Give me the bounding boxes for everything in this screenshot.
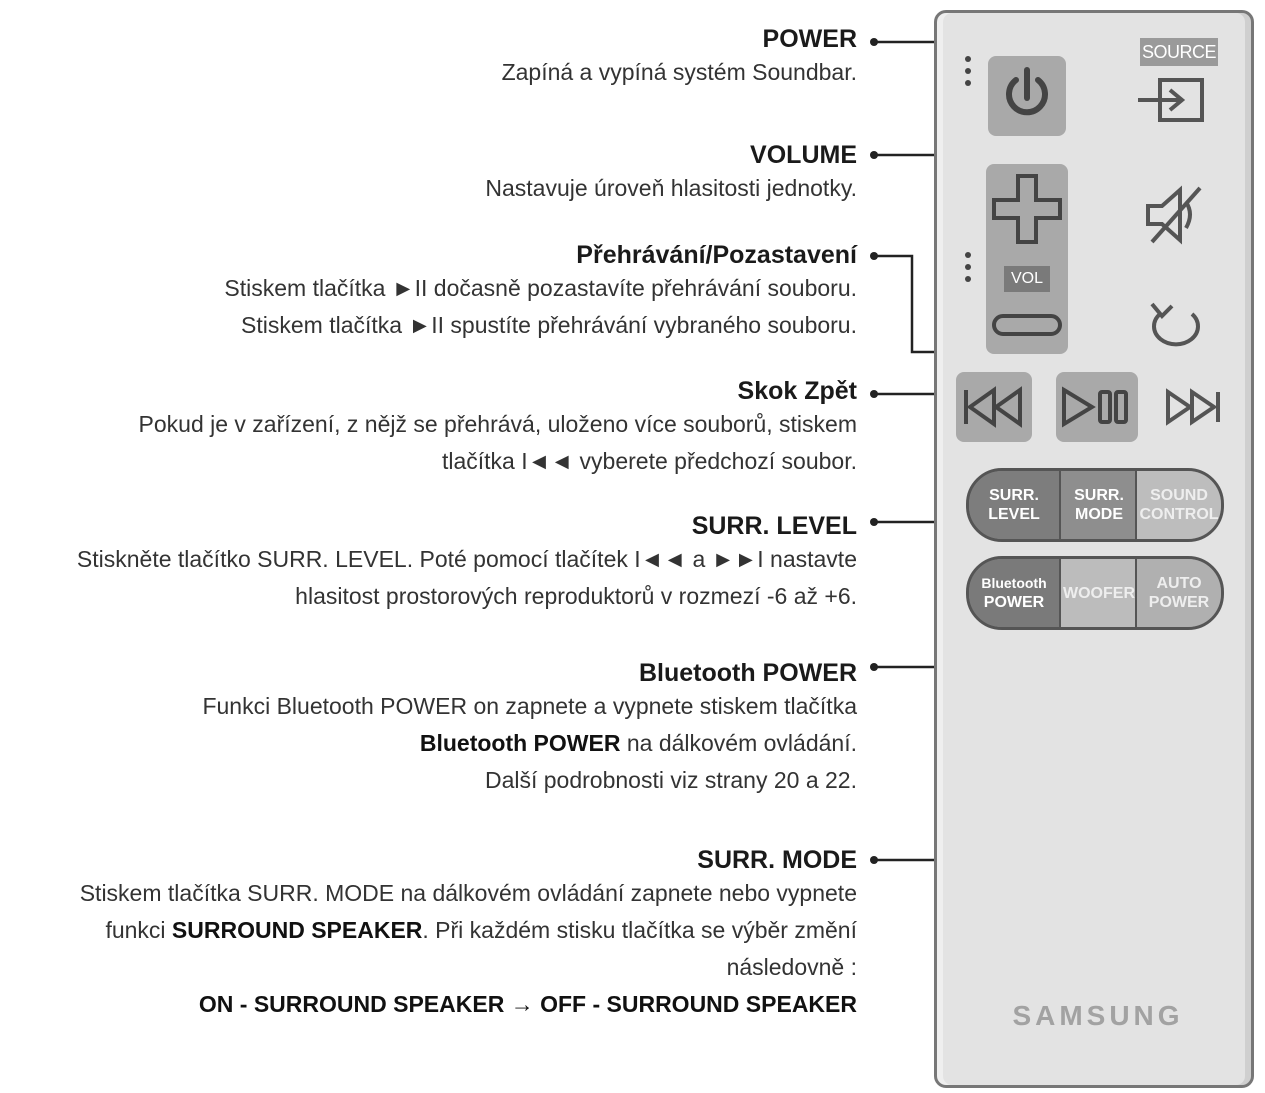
annotation-text-bold: ON - SURROUND SPEAKER → OFF - SURROUND S… bbox=[198, 991, 857, 1017]
dot-surrmode bbox=[870, 856, 878, 864]
annotation-skip: Skok Zpět Pokud je v zařízení, z nějž se… bbox=[139, 376, 857, 480]
annotation-text: Bluetooth POWER na dálkovém ovládání. bbox=[202, 725, 857, 762]
annotation-text: Pokud je v zařízení, z nějž se přehrává,… bbox=[138, 411, 857, 437]
annotation-title: SURR. LEVEL bbox=[691, 512, 857, 540]
annotation-text: Nastavuje úroveň hlasitosti jednotky. bbox=[485, 175, 857, 201]
skip-forward-button[interactable] bbox=[1160, 372, 1236, 442]
brand-logo: SAMSUNG bbox=[1012, 1000, 1184, 1031]
dot-surrlevel bbox=[870, 518, 878, 526]
button-label: AUTO bbox=[1156, 575, 1202, 592]
annotation-bold: Bluetooth POWER bbox=[419, 730, 621, 756]
woofer-button[interactable]: WOOFER bbox=[1059, 559, 1137, 627]
mute-button[interactable] bbox=[1138, 180, 1214, 250]
button-label: POWER bbox=[1148, 594, 1210, 611]
sound-control-button[interactable]: SOUND CONTROL bbox=[1135, 471, 1221, 539]
skip-back-button[interactable] bbox=[956, 372, 1032, 442]
tactile-dots bbox=[965, 252, 971, 288]
annotation-text: funkci SURROUND SPEAKER. Při každém stis… bbox=[80, 912, 857, 949]
annotation-title: POWER bbox=[762, 25, 857, 53]
skip-back-icon bbox=[964, 386, 1022, 428]
play-pause-button[interactable] bbox=[1056, 372, 1138, 442]
dot-power bbox=[870, 38, 878, 46]
play-pause-icon bbox=[1062, 386, 1128, 428]
annotation-title: VOLUME bbox=[750, 141, 857, 169]
source-label: SOURCE bbox=[1140, 38, 1218, 66]
tactile-dots bbox=[965, 56, 971, 92]
repeat-icon bbox=[1150, 302, 1200, 347]
surr-level-button[interactable]: SURR. LEVEL bbox=[969, 471, 1059, 539]
button-label: MODE bbox=[1075, 506, 1123, 523]
annotation-text: Funkci Bluetooth POWER on zapnete a vypn… bbox=[202, 693, 857, 719]
annotation-text: Stiskem tlačítka ►II dočasně pozastavíte… bbox=[224, 275, 857, 301]
skip-forward-icon bbox=[1166, 388, 1220, 426]
button-label: POWER bbox=[983, 594, 1045, 611]
annotation-title: Přehrávání/Pozastavení bbox=[576, 241, 857, 269]
surr-mode-button[interactable]: SURR. MODE bbox=[1059, 471, 1137, 539]
annotation-text: Další podrobnosti viz strany 20 a 22. bbox=[484, 767, 857, 793]
button-label: SURR. bbox=[1074, 487, 1124, 504]
surround-button-bar: SURR. LEVEL SURR. MODE SOUND CONTROL bbox=[966, 468, 1224, 542]
volume-icons bbox=[992, 174, 1062, 336]
dot-volume bbox=[870, 151, 878, 159]
annotation-text: tlačítka I◄◄ vyberete předchozí soubor. bbox=[441, 448, 857, 474]
annotation-volume: VOLUME Nastavuje úroveň hlasitosti jedno… bbox=[485, 140, 857, 207]
annotation-text: hlasitost prostorových reproduktorů v ro… bbox=[295, 583, 857, 609]
dot-skip bbox=[870, 390, 878, 398]
minus-icon bbox=[992, 314, 1062, 336]
dot-bluetooth bbox=[870, 663, 878, 671]
button-label: LEVEL bbox=[988, 506, 1040, 523]
repeat-button[interactable] bbox=[1138, 292, 1214, 362]
annotation-title: Bluetooth POWER bbox=[638, 659, 857, 687]
annotation-power: POWER Zapíná a vypíná systém Soundbar. bbox=[502, 24, 857, 91]
annotation-text: následovně : bbox=[726, 954, 857, 980]
annotation-text-rest: na dálkovém ovládání. bbox=[620, 730, 857, 756]
annotation-bluetooth-power: Bluetooth POWER Funkci Bluetooth POWER o… bbox=[202, 658, 857, 799]
button-label: Bluetooth bbox=[981, 575, 1047, 591]
annotation-playpause: Přehrávání/Pozastavení Stiskem tlačítka … bbox=[224, 240, 857, 344]
mute-icon bbox=[1146, 185, 1202, 245]
button-label: SURR. bbox=[989, 487, 1039, 504]
volume-rocker[interactable] bbox=[986, 164, 1068, 354]
annotation-text: Stiskem tlačítka ►II spustíte přehrávání… bbox=[241, 312, 857, 338]
annotation-bold: SURROUND SPEAKER bbox=[171, 917, 423, 943]
power-icon bbox=[1006, 67, 1048, 116]
annotation-text-rest: . Při každém stisku tlačítka se výběr zm… bbox=[422, 917, 857, 943]
annotation-title: Skok Zpět bbox=[737, 377, 857, 405]
annotation-text: Zapíná a vypíná systém Soundbar. bbox=[501, 59, 857, 85]
plus-icon bbox=[992, 174, 1062, 244]
auto-power-button[interactable]: AUTO POWER bbox=[1135, 559, 1221, 627]
dot-playpause bbox=[870, 252, 878, 260]
source-button[interactable] bbox=[1130, 70, 1214, 130]
source-input-icon bbox=[1138, 78, 1204, 122]
remote-control bbox=[934, 10, 1254, 1088]
annotation-surr-level: SURR. LEVEL Stiskněte tlačítko SURR. LEV… bbox=[77, 511, 857, 615]
vol-label: VOL bbox=[1004, 266, 1050, 292]
annotation-surr-mode: SURR. MODE Stiskem tlačítka SURR. MODE n… bbox=[80, 845, 857, 1023]
annotation-title: SURR. MODE bbox=[697, 846, 857, 874]
button-label: WOOFER bbox=[1063, 584, 1135, 602]
annotation-text: Stiskem tlačítka SURR. MODE na dálkovém … bbox=[79, 880, 857, 906]
button-label: SOUND bbox=[1150, 487, 1208, 504]
button-label: CONTROL bbox=[1139, 506, 1219, 523]
power-button[interactable] bbox=[988, 56, 1066, 136]
annotation-text: Stiskněte tlačítko SURR. LEVEL. Poté pom… bbox=[76, 546, 857, 572]
annotation-text-pre: funkci bbox=[105, 917, 172, 943]
